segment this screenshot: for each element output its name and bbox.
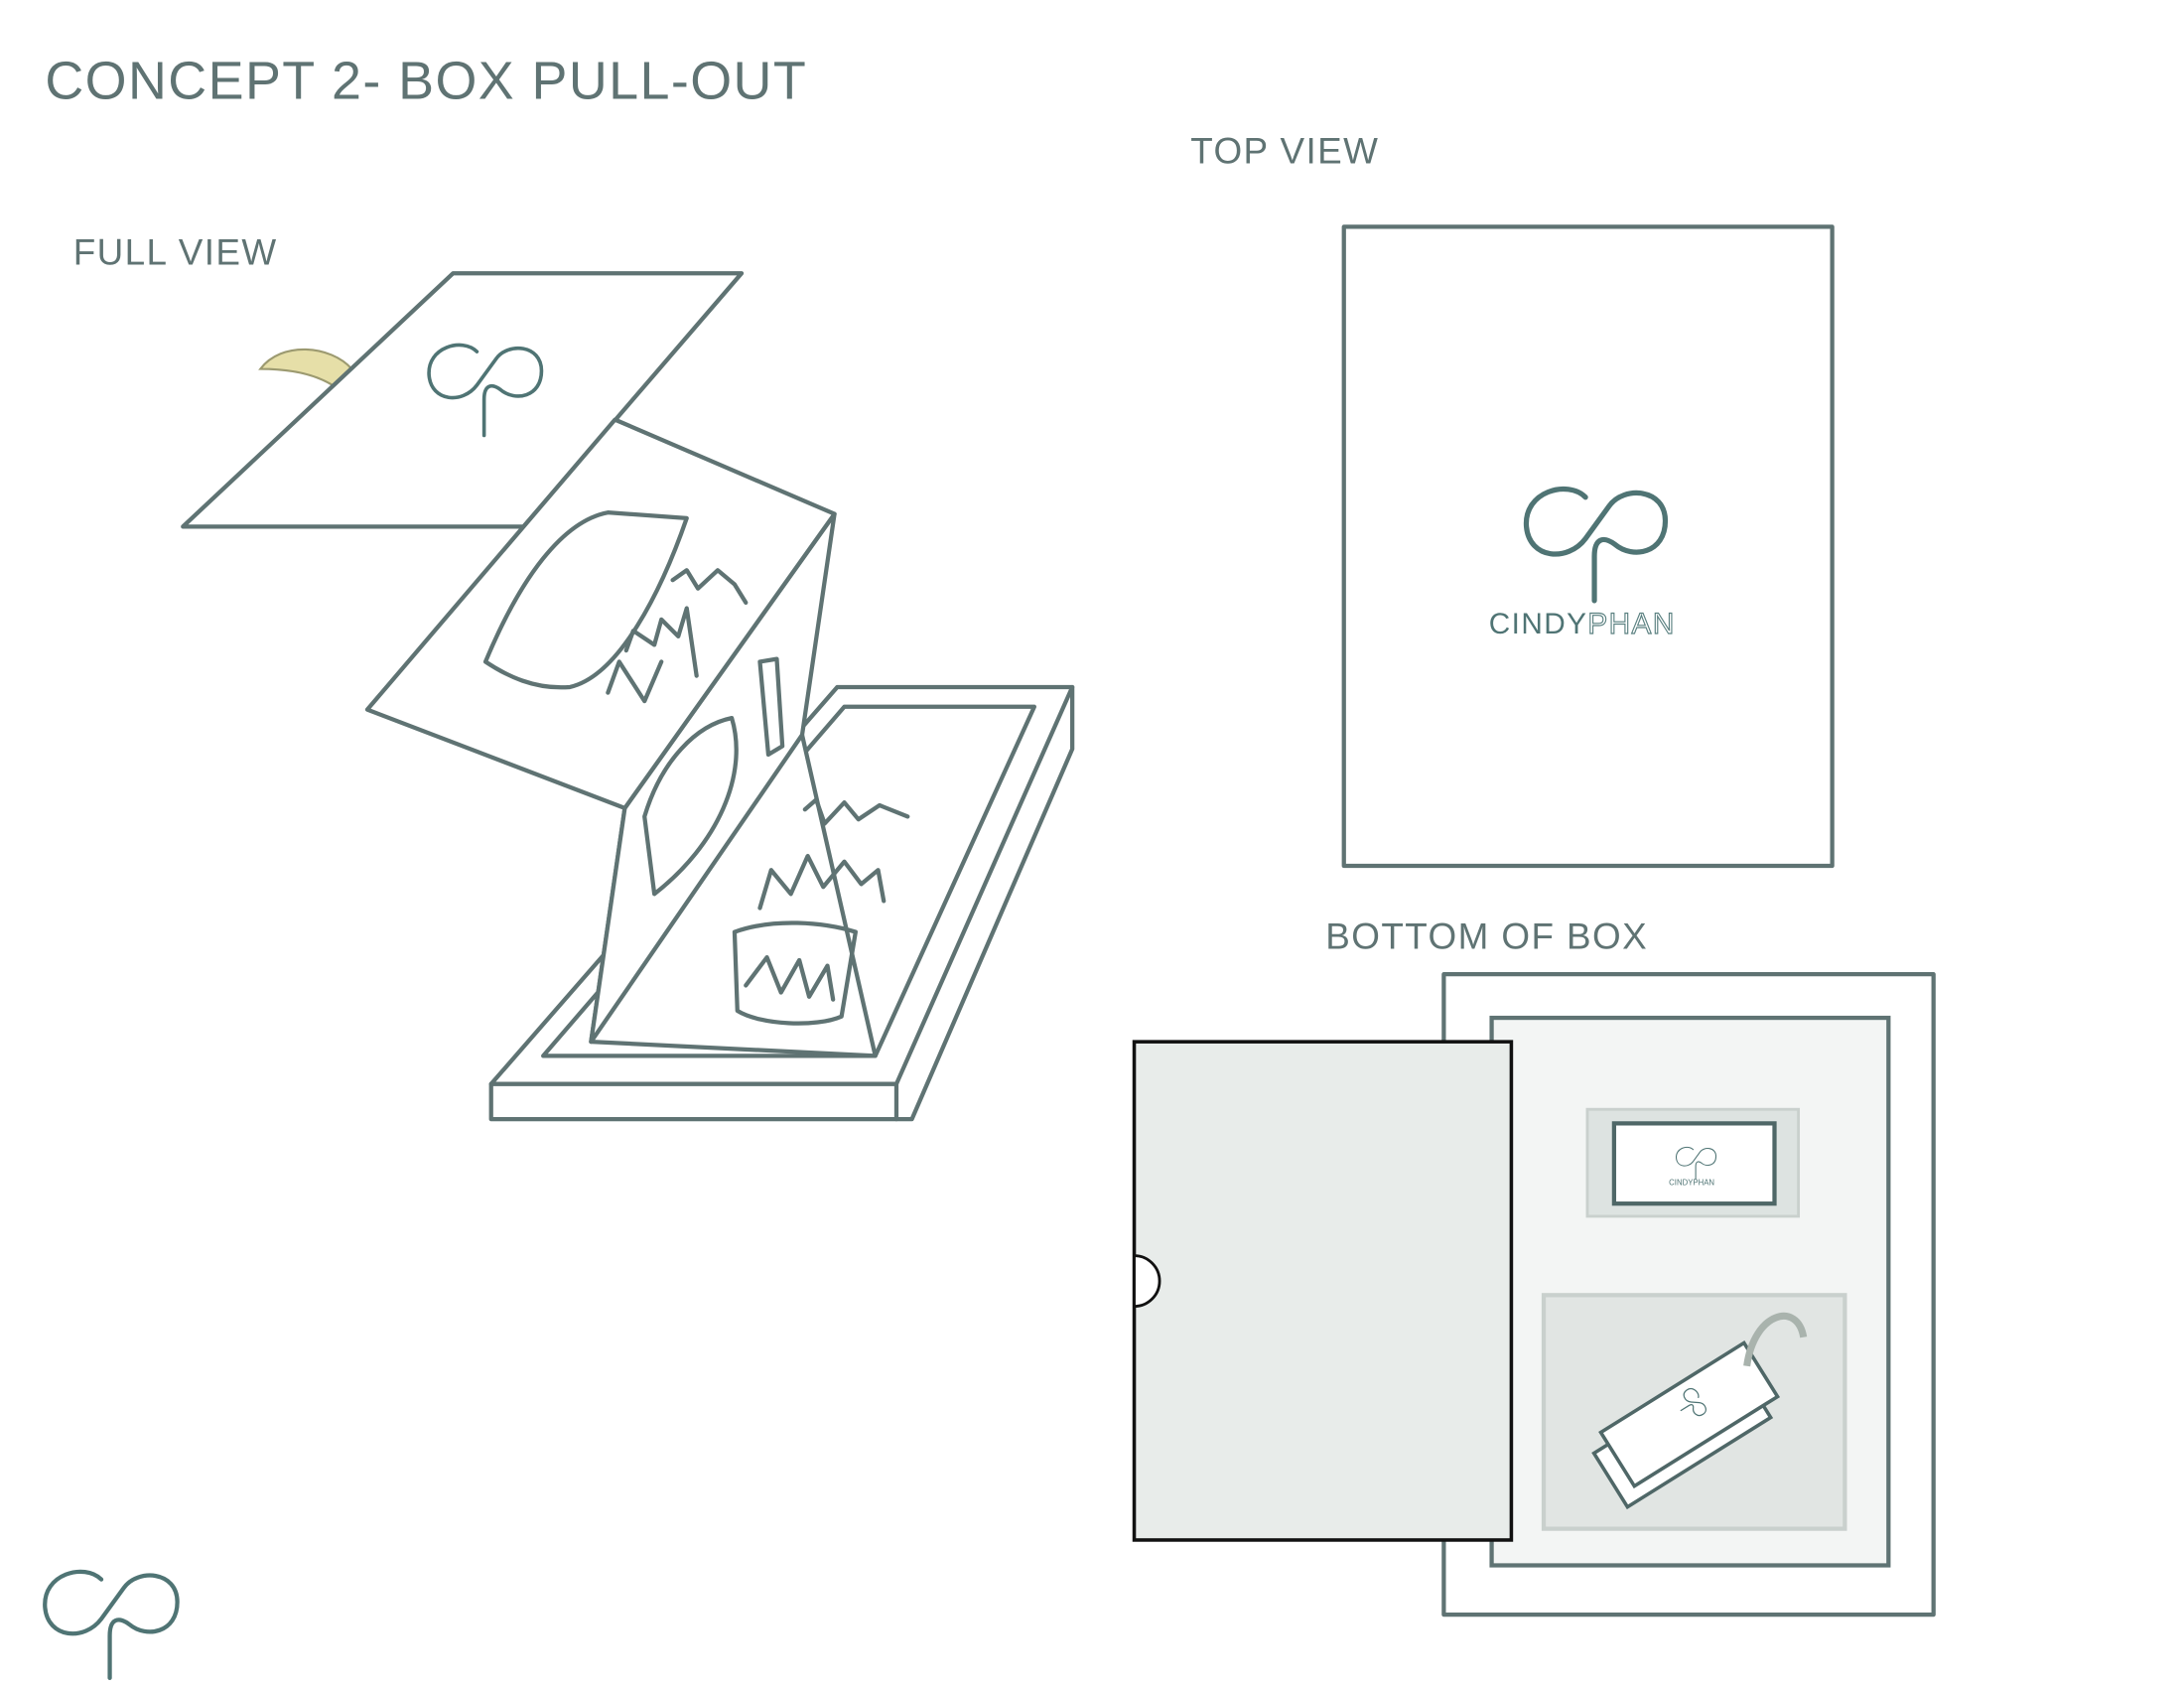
- page-title: CONCEPT 2- BOX PULL-OUT: [45, 51, 807, 110]
- corner-logo: [45, 1572, 177, 1678]
- top-view-box: [1341, 224, 1835, 869]
- card-brand-name: CINDYPHAN: [1669, 1179, 1714, 1188]
- brand-name: CINDYPHAN: [1489, 608, 1676, 640]
- top-view: CINDYPHAN: [1341, 224, 1835, 869]
- business-card: [1611, 1121, 1777, 1206]
- pull-out-tray[interactable]: [1132, 1040, 1514, 1542]
- box-lid: [181, 271, 745, 529]
- bottom-of-box-label: BOTTOM OF BOX: [1325, 916, 1648, 957]
- hang-tags: [1591, 1312, 1808, 1510]
- finger-notch[interactable]: [1133, 1254, 1161, 1309]
- top-view-label: TOP VIEW: [1190, 131, 1379, 172]
- front-panel: [364, 417, 837, 810]
- full-view-sketch: [181, 271, 1075, 1122]
- bottom-of-box-view: CINDYPHAN: [1132, 971, 1936, 1618]
- full-view-label: FULL VIEW: [73, 232, 278, 273]
